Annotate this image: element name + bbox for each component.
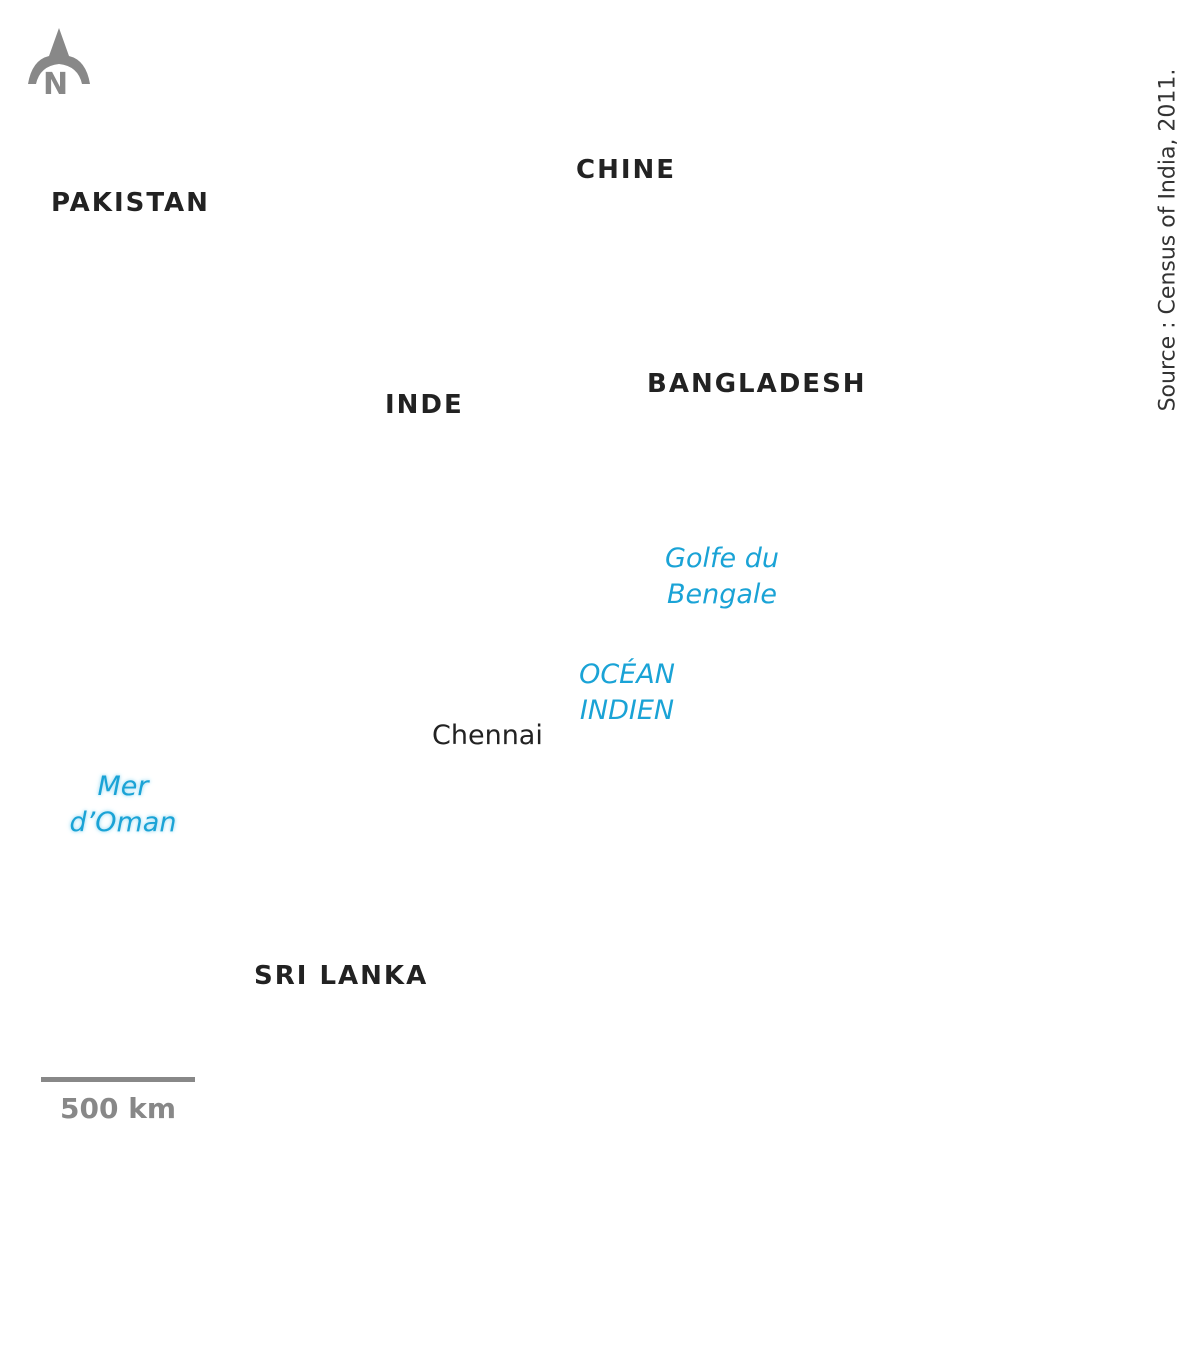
north-letter: N: [43, 67, 69, 102]
country-label-bangladesh: BANGLADESH: [647, 369, 867, 399]
scale-label: 500 km: [60, 1092, 176, 1125]
city-label-chennai: Chennai: [432, 720, 543, 751]
water-label-golfe-du-bengale: Golfe du Bengale: [642, 541, 802, 613]
country-label-pakistan: PAKISTAN: [51, 188, 210, 218]
water-label-mer-line2: d’Oman: [69, 807, 177, 838]
water-label-ocean-line2: INDIEN: [579, 695, 675, 726]
water-label-mer-d-oman: Mer d’Oman: [53, 769, 193, 841]
water-label-golfe-line2: Bengale: [666, 579, 778, 610]
country-label-sri-lanka: SRI LANKA: [254, 961, 429, 991]
water-label-mer-line1: Mer: [97, 771, 149, 802]
country-label-inde: INDE: [385, 390, 464, 420]
source-credit: Source : Census of India, 2011.: [1155, 68, 1181, 412]
water-label-golfe-line1: Golfe du: [665, 543, 779, 574]
north-arrow-icon: [24, 26, 94, 106]
water-label-ocean-indien: OCÉAN INDIEN: [562, 657, 692, 729]
scale-bar: [41, 1077, 195, 1082]
water-label-ocean-line1: OCÉAN: [579, 659, 675, 690]
country-label-chine: CHINE: [576, 155, 677, 185]
